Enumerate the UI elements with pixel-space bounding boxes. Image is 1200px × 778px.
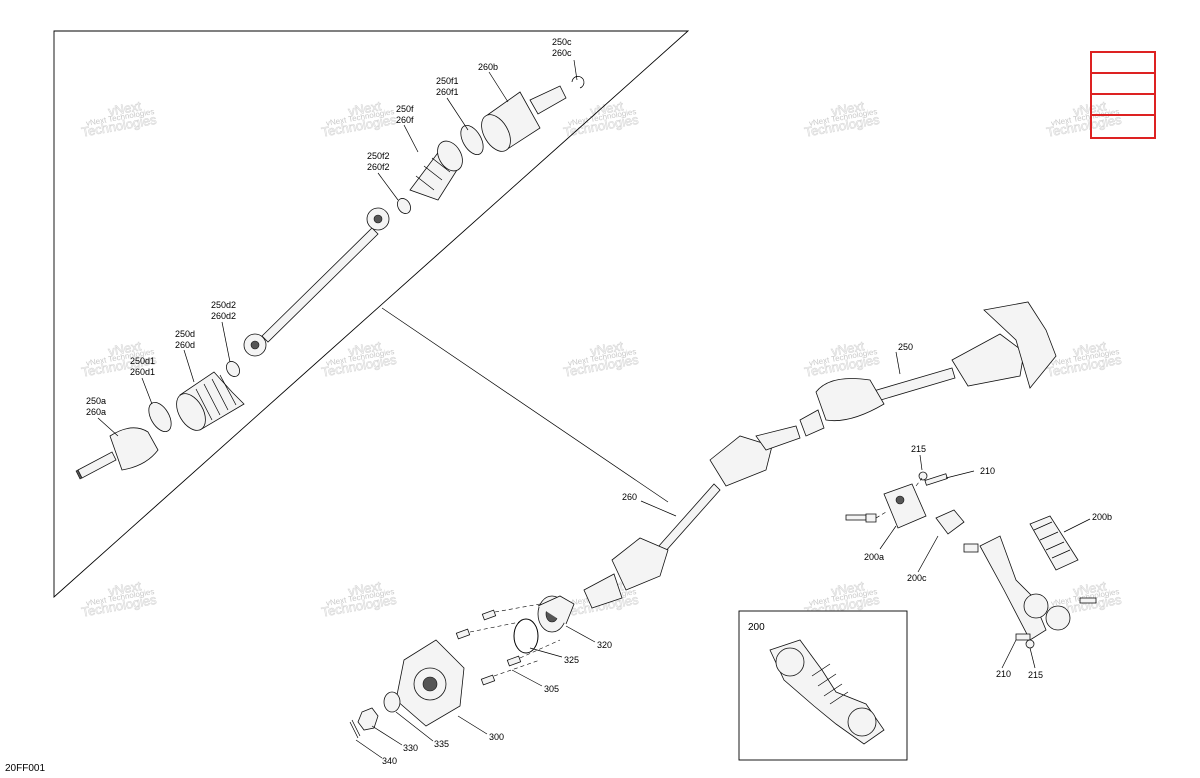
- leader-lines: [97, 59, 1091, 759]
- hub-nut-icon: [357, 707, 379, 731]
- inset-label: 200: [748, 622, 765, 633]
- callout-labels: 250c 260c 260b 250f1 260f1 250f 260f 250…: [86, 37, 1112, 766]
- exploded-view-panel: [53, 30, 690, 599]
- wheel-hub-icon: [395, 639, 465, 727]
- small-clamp-icon: [226, 361, 240, 377]
- callout-340: 340: [382, 756, 397, 766]
- callout-250d2: 250d2: [211, 300, 236, 310]
- legend-row: [1092, 74, 1154, 95]
- callout-325: 325: [564, 655, 579, 665]
- clamp-ring-upper-icon: [460, 125, 484, 155]
- callout-260f1: 260f1: [436, 87, 459, 97]
- figure-reference: 20FF001: [5, 763, 46, 774]
- callout-250f1: 250f1: [436, 76, 459, 86]
- svg-text:vNext: vNext: [347, 338, 383, 359]
- snap-ring-icon: [513, 618, 539, 654]
- svg-text:vNext: vNext: [830, 338, 866, 359]
- legend-row: [1092, 53, 1154, 74]
- bearing-icon: [537, 595, 575, 633]
- small-clamp-upper-icon: [397, 198, 411, 214]
- callout-215-bottom: 215: [1028, 670, 1043, 680]
- callout-200b: 200b: [1092, 512, 1112, 522]
- callout-250f2: 250f2: [367, 151, 390, 161]
- callout-250c: 250c: [552, 37, 572, 47]
- svg-text:vNext: vNext: [347, 578, 383, 599]
- svg-text:vNext: vNext: [830, 98, 866, 119]
- callout-330: 330: [403, 743, 418, 753]
- svg-text:vNext: vNext: [1072, 338, 1108, 359]
- callout-250: 250: [898, 342, 913, 352]
- svg-text:vNext: vNext: [1072, 98, 1108, 119]
- legend-row: [1092, 116, 1154, 137]
- callout-335: 335: [434, 739, 449, 749]
- legend-box: [1090, 51, 1156, 139]
- clamp-ring-icon: [148, 402, 172, 432]
- callout-250a: 250a: [86, 396, 106, 406]
- circlip-icon: [571, 76, 585, 89]
- callout-215-top: 215: [911, 444, 926, 454]
- callout-260d2: 260d2: [211, 311, 236, 321]
- exploded-shaft: [75, 76, 585, 480]
- steering-shaft-icon: [979, 515, 1097, 649]
- hub-bolts-icon: [455, 603, 561, 686]
- callout-305: 305: [544, 684, 559, 694]
- washer-icon: [383, 691, 401, 713]
- svg-text:vNext: vNext: [107, 338, 143, 359]
- callout-260: 260: [622, 492, 637, 502]
- cotter-pin-icon: [349, 719, 361, 739]
- callout-260c: 260c: [552, 48, 572, 58]
- callout-260d: 260d: [175, 340, 195, 350]
- panel-pointer-line: [381, 307, 669, 503]
- callout-250f: 250f: [396, 104, 414, 114]
- svg-text:vNext: vNext: [1072, 578, 1108, 599]
- boot-icon: [176, 371, 245, 431]
- legend-row: [1092, 95, 1154, 116]
- svg-text:vNext: vNext: [107, 98, 143, 119]
- boot-upper-icon: [409, 140, 463, 201]
- svg-text:vNext: vNext: [107, 578, 143, 599]
- tripod-joint-upper-icon: [366, 207, 390, 231]
- callout-320: 320: [597, 640, 612, 650]
- joint-housing-icon: [481, 85, 567, 152]
- callout-200a: 200a: [864, 552, 884, 562]
- callout-260b: 260b: [478, 62, 498, 72]
- tripod-joint-icon: [243, 333, 267, 357]
- callout-250d1: 250d1: [130, 356, 155, 366]
- yoke-hardware-group: [845, 471, 979, 553]
- inset-200: 200: [738, 610, 908, 761]
- svg-text:vNext: vNext: [589, 338, 625, 359]
- svg-text:vNext: vNext: [347, 98, 383, 119]
- svg-text:vNext: vNext: [589, 98, 625, 119]
- axle-bar-icon: [261, 227, 379, 343]
- callout-300: 300: [489, 732, 504, 742]
- callout-260f: 260f: [396, 115, 414, 125]
- callout-250d: 250d: [175, 329, 195, 339]
- callout-260d1: 260d1: [130, 367, 155, 377]
- assembled-shaft: [583, 301, 1057, 609]
- callout-260a: 260a: [86, 407, 106, 417]
- callout-210-bottom: 210: [996, 669, 1011, 679]
- stub-shaft-icon: [75, 427, 159, 480]
- callout-210-top: 210: [980, 466, 995, 476]
- svg-text:vNext: vNext: [830, 578, 866, 599]
- callout-200c: 200c: [907, 573, 927, 583]
- callout-260f2: 260f2: [367, 162, 390, 172]
